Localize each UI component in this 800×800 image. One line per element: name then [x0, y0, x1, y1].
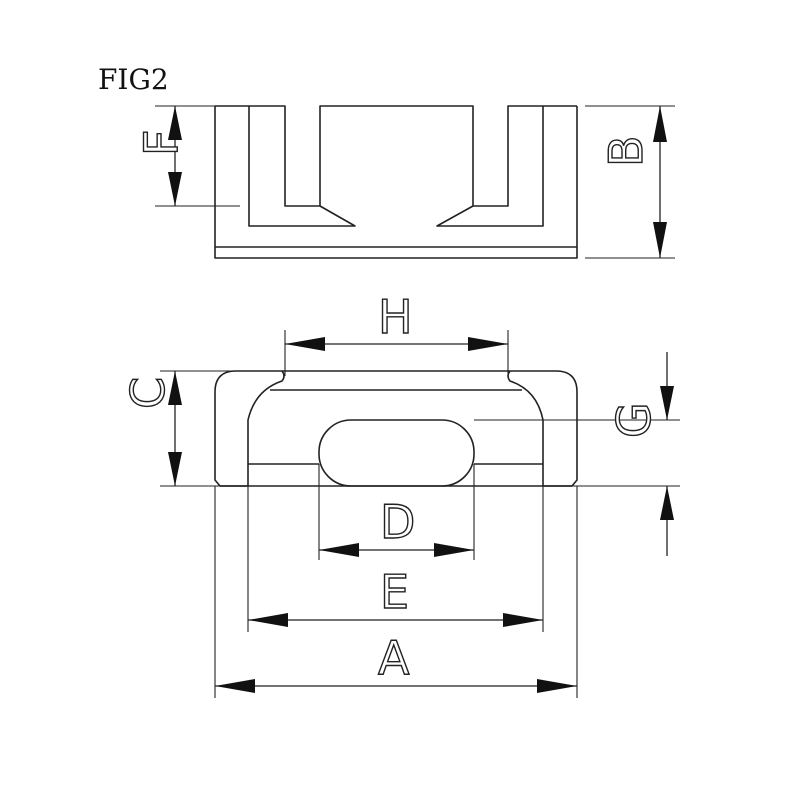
dimension-label-e: E	[380, 565, 409, 619]
dimension-a: A	[214, 486, 578, 698]
dimension-label-a: A	[378, 631, 410, 685]
dimension-c: C	[120, 370, 236, 487]
center-block	[319, 105, 474, 206]
dimension-h: H	[284, 289, 509, 376]
dimension-label-f: F	[134, 130, 188, 156]
base-plate	[214, 246, 578, 259]
figure-title: FIG2	[98, 63, 169, 96]
dimension-g: G	[474, 352, 680, 556]
left-channel	[248, 105, 356, 227]
dimension-label-c: C	[121, 377, 175, 409]
dimension-label-b: B	[599, 135, 653, 167]
dimension-f: F	[133, 105, 240, 207]
dimension-d: D	[318, 464, 475, 560]
left-leg	[214, 370, 285, 487]
dimension-e: E	[247, 486, 544, 632]
front-view	[214, 370, 578, 487]
dimension-label-g: G	[607, 402, 661, 438]
dimension-b: B	[585, 105, 675, 259]
oval-slot	[318, 419, 475, 487]
right-leg	[507, 370, 578, 487]
right-channel	[436, 105, 544, 227]
side-view	[214, 105, 578, 259]
dimension-label-d: D	[380, 495, 415, 549]
dimension-label-h: H	[378, 290, 413, 344]
